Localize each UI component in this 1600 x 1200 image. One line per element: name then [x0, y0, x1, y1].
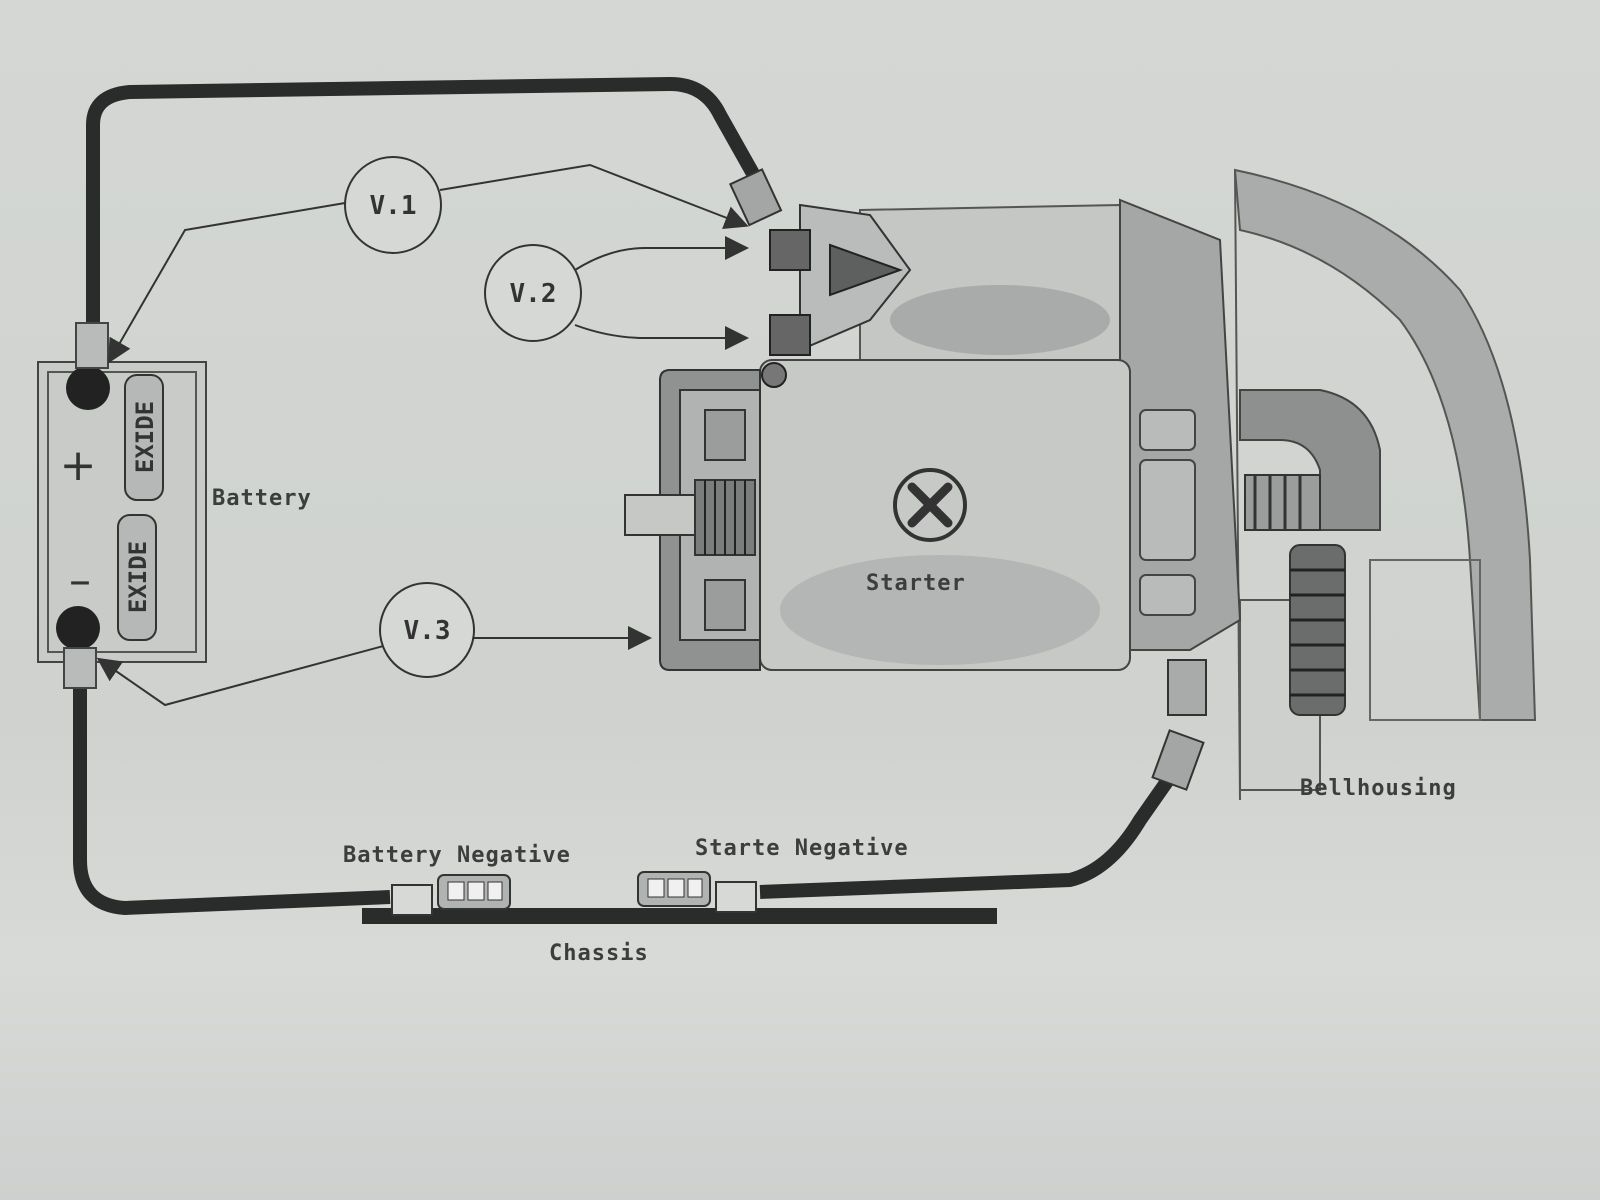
- positive-sign: +: [60, 440, 97, 491]
- positive-terminal: [66, 366, 110, 410]
- v3-label: V.3: [404, 616, 451, 646]
- commutator-end: [624, 369, 761, 671]
- battery-label: Battery: [212, 486, 312, 511]
- battery-negative-label: Battery Negative: [343, 843, 571, 868]
- battery-negative-connector: [391, 874, 511, 916]
- starter-emblem-icon: [893, 468, 967, 542]
- battery-brand-top: EXIDE: [131, 401, 159, 473]
- positive-cable-lug: [728, 168, 783, 227]
- bellhousing-label: Bellhousing: [1300, 776, 1457, 801]
- starter-negative-connector: [637, 871, 757, 913]
- battery-brand-bottom: EXIDE: [124, 541, 152, 613]
- starter-label: Starter: [866, 571, 966, 596]
- v1-label: V.1: [370, 191, 417, 221]
- starter-negative-label: Starte Negative: [695, 836, 909, 861]
- battery: EXIDE EXIDE + –: [37, 361, 207, 663]
- negative-terminal: [56, 606, 100, 650]
- flywheel-gear: [1289, 544, 1346, 716]
- pinion-spring: [1244, 474, 1321, 531]
- bellhousing: [1233, 168, 1537, 801]
- chassis-label: Chassis: [549, 941, 649, 966]
- v3-probe: V.3: [96, 582, 652, 707]
- positive-cable: [86, 77, 772, 330]
- v2-label: V.2: [510, 279, 557, 309]
- starter-negative-cable: [759, 765, 1181, 899]
- v1-probe: V.1: [108, 156, 749, 364]
- battery-negative-cable: [73, 688, 391, 915]
- solenoid-terminals: [761, 203, 912, 388]
- negative-sign: –: [69, 555, 91, 606]
- chassis: [362, 871, 997, 924]
- starter-motor: [624, 198, 1242, 671]
- v2-probe: V.2: [484, 236, 749, 350]
- cables: [63, 77, 1207, 915]
